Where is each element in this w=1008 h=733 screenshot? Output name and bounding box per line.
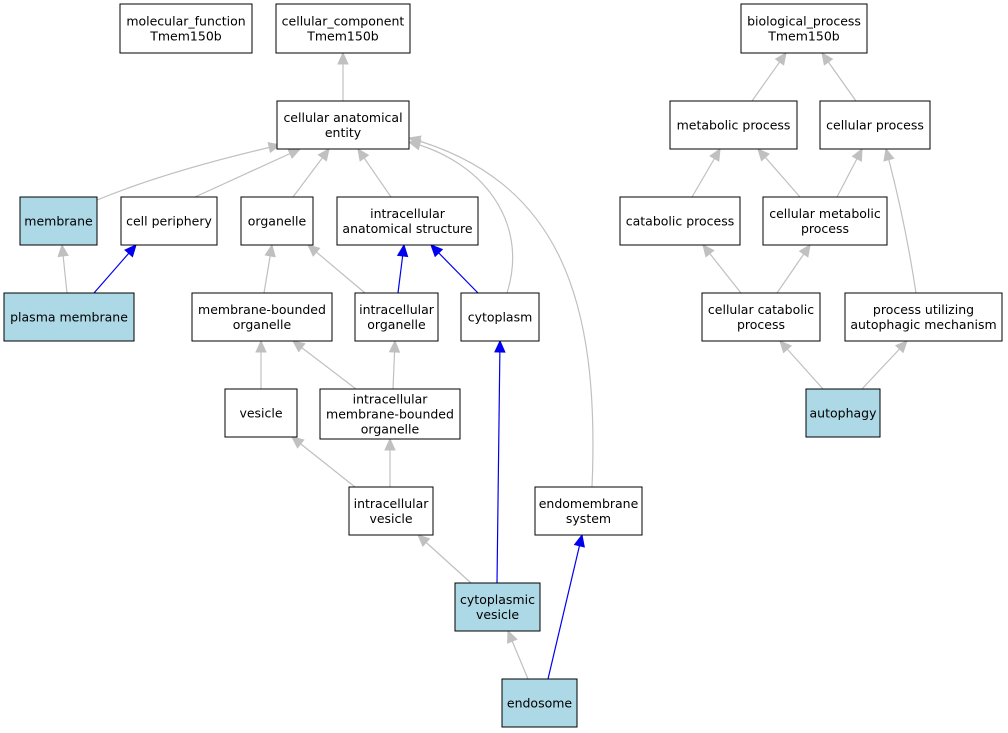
- node-label: cellular metabolic: [769, 206, 881, 221]
- edge-cellular-metabolic-process-to-cellular-process: [836, 147, 863, 198]
- node-label: organelle: [367, 317, 426, 332]
- edge-intracellular-vesicle-to-vesicle: [291, 436, 356, 488]
- node-label: cellular process: [826, 118, 924, 133]
- edge-membrane-bounded-organelle-to-organelle: [263, 243, 276, 294]
- node-label: process: [801, 221, 849, 236]
- node-vesicle: vesicle: [224, 388, 298, 438]
- node-label: intracellular: [353, 392, 429, 407]
- edge-cellular-catabolic-process-to-cellular-metabolic-process: [776, 244, 811, 294]
- node-autophagy: autophagy: [805, 388, 881, 438]
- node-label: membrane-bounded: [198, 302, 326, 317]
- node-label: vesicle: [369, 511, 412, 526]
- node-cellular-process: cellular process: [819, 100, 931, 150]
- node-cell-periphery: cell periphery: [120, 196, 218, 246]
- node-label: vesicle: [476, 607, 519, 622]
- edge-intracellular-organelle-to-organelle: [307, 244, 366, 294]
- edge-cellular-catabolic-process-to-catabolic-process: [702, 244, 742, 294]
- node-label: vesicle: [239, 406, 282, 421]
- node-label: intracellular: [370, 206, 446, 221]
- edge-cytoplasm-to-intracellular-anatomical-structure: [430, 244, 479, 294]
- node-label: cytoplasm: [468, 310, 533, 325]
- edge-plasma-membrane-to-membrane: [57, 243, 69, 294]
- edge-process-utilizing-autophagic-mechanism-to-cellular-process: [883, 147, 917, 294]
- edge-cytoplasmic-vesicle-to-cytoplasm: [494, 339, 506, 584]
- node-label: autophagy: [810, 406, 878, 421]
- edge-endomembrane-system-to-cellular-anatomical-entity: [407, 135, 594, 488]
- node-cytoplasm: cytoplasm: [460, 292, 540, 342]
- node-label: biological_process: [747, 14, 861, 29]
- node-label: metabolic process: [677, 118, 791, 133]
- edge-cellular-anatomical-entity-to-cellular-component: [337, 51, 349, 101]
- edge-intracellular-vesicle-to-intracellular-membrane-bounded-organelle: [384, 437, 396, 487]
- node-label: endomembrane: [539, 496, 639, 511]
- node-label: molecular_function: [126, 14, 245, 29]
- edge-endosome-to-cytoplasmic-vesicle: [507, 629, 529, 680]
- node-metabolic-process: metabolic process: [669, 100, 798, 150]
- node-label: process: [737, 317, 785, 332]
- edge-intracellular-membrane-bounded-organelle-to-intracellular-organelle: [388, 339, 401, 390]
- node-label: intracellular: [354, 496, 430, 511]
- node-label: anatomical structure: [342, 221, 472, 236]
- edge-cell-periphery-to-cellular-anatomical-entity: [194, 148, 302, 198]
- edge-intracellular-membrane-bounded-organelle-to-membrane-bounded-organelle: [292, 340, 357, 390]
- edge-intracellular-organelle-to-intracellular-anatomical-structure: [396, 243, 409, 294]
- node-label: organelle: [248, 214, 307, 229]
- edge-vesicle-to-membrane-bounded-organelle: [255, 339, 267, 389]
- node-label: cellular_component: [282, 14, 405, 29]
- node-label: cellular anatomical: [283, 110, 402, 125]
- node-label: membrane: [24, 214, 93, 229]
- edge-cytoplasmic-vesicle-to-intracellular-vesicle: [417, 534, 472, 584]
- node-label: Tmem150b: [767, 29, 840, 44]
- node-label: endosome: [507, 696, 573, 711]
- edge-intracellular-anatomical-structure-to-cellular-anatomical-entity: [357, 148, 392, 198]
- nodes-layer: molecular_functionTmem150bcellular_compo…: [3, 3, 1003, 728]
- node-membrane: membrane: [19, 196, 98, 246]
- node-label: organelle: [361, 422, 420, 437]
- edge-organelle-to-cellular-anatomical-entity: [292, 148, 330, 198]
- edge-plasma-membrane-to-cell-periphery: [93, 244, 137, 294]
- node-label: cell periphery: [126, 214, 212, 229]
- node-endosome: endosome: [501, 678, 578, 728]
- node-label: intracellular: [359, 302, 435, 317]
- node-label: entity: [325, 125, 362, 140]
- edge-catabolic-process-to-metabolic-process: [691, 147, 721, 198]
- node-label: cellular catabolic: [708, 302, 814, 317]
- node-plasma-membrane: plasma membrane: [3, 292, 135, 342]
- node-label: process utilizing: [873, 302, 974, 317]
- edge-cellular-metabolic-process-to-metabolic-process: [757, 148, 801, 198]
- edges-layer: [57, 51, 917, 680]
- node-organelle: organelle: [240, 196, 314, 246]
- edge-endosome-to-endomembrane-system: [547, 533, 585, 680]
- node-label: system: [566, 511, 611, 526]
- node-label: cytoplasmic: [460, 592, 535, 607]
- edge-cellular-process-to-biological-process: [821, 52, 857, 102]
- node-label: catabolic process: [626, 214, 735, 229]
- node-label: organelle: [233, 317, 292, 332]
- edge-autophagy-to-process-utilizing-autophagic-mechanism: [861, 340, 908, 390]
- node-label: autophagic mechanism: [850, 317, 996, 332]
- node-label: plasma membrane: [10, 310, 128, 325]
- edge-metabolic-process-to-biological-process: [751, 52, 787, 102]
- edge-autophagy-to-cellular-catabolic-process: [779, 340, 824, 390]
- node-label: Tmem150b: [149, 29, 222, 44]
- node-label: Tmem150b: [306, 29, 379, 44]
- node-catabolic-process: catabolic process: [619, 196, 741, 246]
- node-label: membrane-bounded: [326, 407, 454, 422]
